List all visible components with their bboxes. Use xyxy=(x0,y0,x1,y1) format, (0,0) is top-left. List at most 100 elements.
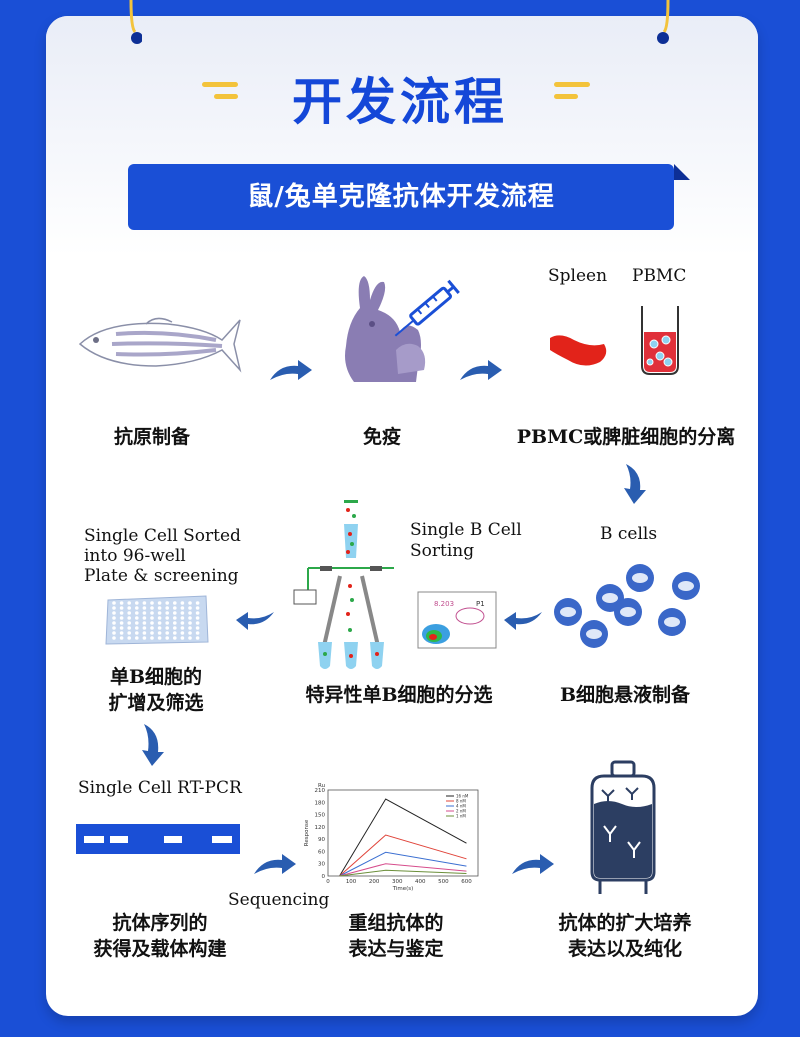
well xyxy=(135,636,139,640)
x-tick-label: 600 xyxy=(461,879,472,885)
x-tick-label: 0 xyxy=(326,879,330,885)
well xyxy=(195,621,200,625)
well xyxy=(195,626,200,630)
page-title: 开发流程 xyxy=(292,73,508,131)
well xyxy=(142,631,147,635)
y-tick-label: 90 xyxy=(318,837,325,843)
y-tick-label: 0 xyxy=(322,874,326,880)
well xyxy=(165,636,169,640)
b-cell-nucleus xyxy=(620,607,636,617)
step-rtpcr-label-1: 抗体序列的 xyxy=(112,912,208,934)
well xyxy=(180,611,185,615)
fish-icon xyxy=(78,317,242,373)
well xyxy=(112,621,116,625)
x-tick-label: 300 xyxy=(392,879,403,885)
well xyxy=(135,601,139,605)
banner-fold xyxy=(674,164,690,180)
well xyxy=(112,631,116,635)
well xyxy=(135,616,139,620)
well xyxy=(150,621,154,625)
arrow-right-icon xyxy=(254,854,296,874)
section-banner-title: 鼠/兔单克隆抗体开发流程 xyxy=(247,182,555,212)
sorted-caption-line-2: into 96-well xyxy=(84,546,186,566)
flow-cytometry-plot: 8.203 P1 xyxy=(417,591,497,649)
well xyxy=(188,626,192,630)
y-tick-label: 180 xyxy=(315,800,326,806)
b-cell-nucleus xyxy=(664,617,680,627)
well xyxy=(142,626,147,630)
gel-icon xyxy=(76,824,240,854)
well xyxy=(119,606,124,610)
b-cell-nucleus xyxy=(632,573,648,583)
well xyxy=(173,626,177,630)
well xyxy=(173,616,177,620)
sorted-caption-line-3: Plate & screening xyxy=(84,566,239,586)
x-tick-label: 200 xyxy=(369,879,380,885)
arrow-right-icon xyxy=(512,854,554,874)
series-line xyxy=(339,851,467,877)
well xyxy=(112,606,116,610)
step-sorting-label: 特异性单B细胞的分选 xyxy=(305,684,493,706)
well xyxy=(135,626,139,630)
step-bcell-prep-label: B细胞悬液制备 xyxy=(559,684,691,706)
y-tick-label: 60 xyxy=(318,849,325,855)
rt-pcr-label: Single Cell RT-PCR xyxy=(78,778,242,798)
well xyxy=(180,626,185,630)
legend-label: 16 nM xyxy=(456,794,469,799)
well xyxy=(180,631,185,635)
well xyxy=(195,606,200,610)
well xyxy=(142,611,147,615)
well xyxy=(135,621,139,625)
well xyxy=(112,611,116,615)
well xyxy=(119,626,124,630)
well xyxy=(195,636,200,640)
b-cells-label: B cells xyxy=(600,524,658,544)
well xyxy=(119,621,124,625)
step-production-label-2: 表达以及纯化 xyxy=(567,938,682,960)
well xyxy=(135,631,139,635)
well xyxy=(165,601,169,605)
well xyxy=(119,631,124,635)
step-expression-label-1: 重组抗体的 xyxy=(348,912,444,934)
well xyxy=(180,601,185,605)
well xyxy=(173,606,177,610)
well xyxy=(195,611,200,615)
well xyxy=(173,621,177,625)
well xyxy=(188,631,192,635)
well xyxy=(142,621,147,625)
well xyxy=(157,626,162,630)
well xyxy=(150,631,154,635)
well xyxy=(142,636,147,640)
well xyxy=(119,636,124,640)
title-dash-left-top xyxy=(202,82,238,87)
single-b-cell-line-2: Sorting xyxy=(410,541,475,561)
well xyxy=(188,621,192,625)
well xyxy=(188,616,192,620)
well xyxy=(165,611,169,615)
well xyxy=(157,631,162,635)
chart-frame xyxy=(327,789,479,877)
spleen-label: Spleen xyxy=(548,266,608,286)
legend-label: 1 nM xyxy=(456,814,466,819)
well xyxy=(127,621,131,625)
step-expression-label-2: 表达与鉴定 xyxy=(348,938,444,960)
y-tick-label: 30 xyxy=(318,862,325,868)
well xyxy=(165,616,169,620)
x-axis-label: Time(s) xyxy=(392,886,414,892)
well xyxy=(150,606,154,610)
y-tick-label: 150 xyxy=(315,813,326,819)
well xyxy=(188,636,192,640)
well xyxy=(142,601,147,605)
arrow-right-icon xyxy=(460,360,502,380)
b-cell-nucleus xyxy=(586,629,602,639)
series-line xyxy=(339,834,467,877)
title-dash-left-bottom xyxy=(214,94,238,99)
b-cells-icon xyxy=(554,564,700,648)
well xyxy=(119,611,124,615)
well xyxy=(127,636,131,640)
arrow-right-icon xyxy=(270,360,312,380)
well xyxy=(135,606,139,610)
well xyxy=(157,636,162,640)
x-tick-label: 400 xyxy=(415,879,426,885)
